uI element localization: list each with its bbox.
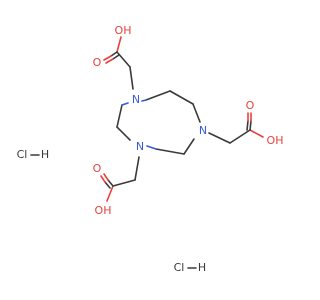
- atom-label-o-top-hydroxyl: OH: [115, 24, 132, 37]
- bond: [100, 175, 106, 183]
- bond: [145, 90, 171, 101]
- atom-label-n2: N: [199, 124, 207, 137]
- bond: [106, 185, 114, 202]
- bond: [208, 132, 231, 144]
- bond: [192, 103, 201, 123]
- atom-label-n3: N: [136, 140, 144, 153]
- bond: [103, 55, 112, 61]
- structure-canvas: N N N O OH O OH O OH Cl H Cl H: [17, 24, 284, 274]
- atom-label-o-right-carbonyl: O: [246, 99, 255, 112]
- ring-bonds: [116, 90, 201, 155]
- top-carboxymethyl: [103, 36, 134, 90]
- bond: [229, 129, 251, 144]
- bond: [183, 138, 195, 155]
- bond: [116, 126, 131, 141]
- bond: [141, 99, 147, 102]
- atom-label-n1: N: [132, 93, 140, 106]
- bond: [116, 36, 122, 53]
- salt-label-cl: Cl: [17, 148, 28, 161]
- bond: [110, 51, 118, 57]
- molecule-diagram: N N N O OH O OH O OH Cl H Cl H: [17, 24, 284, 274]
- bond: [107, 179, 114, 187]
- bond: [103, 173, 109, 181]
- atom-label-o-right-hydroxyl: OH: [267, 134, 284, 147]
- hcl-salt-2: Cl H: [174, 261, 207, 274]
- bond: [246, 120, 249, 131]
- atom-label-o-bottom-hydroxyl: OH: [95, 204, 112, 217]
- bond: [146, 145, 157, 150]
- bottom-carboxymethyl: [100, 156, 140, 202]
- bond: [121, 102, 129, 106]
- bond: [116, 104, 123, 128]
- bond: [105, 58, 114, 64]
- bond: [112, 54, 120, 60]
- bond: [104, 181, 111, 189]
- bond: [249, 129, 264, 138]
- bond: [249, 120, 252, 131]
- bond: [169, 90, 194, 105]
- salt-label-cl: Cl: [174, 261, 185, 274]
- salt-label-h: H: [198, 261, 206, 274]
- atom-label-o-bottom-carbonyl: O: [93, 162, 102, 175]
- bond: [134, 156, 140, 181]
- salt-label-h: H: [41, 148, 49, 161]
- atom-label-o-top-carbonyl: O: [93, 56, 102, 69]
- bond: [155, 148, 185, 155]
- bond: [129, 66, 134, 90]
- right-carboxymethyl: [208, 112, 264, 144]
- bond: [112, 179, 136, 187]
- hcl-salt-1: Cl H: [17, 148, 50, 161]
